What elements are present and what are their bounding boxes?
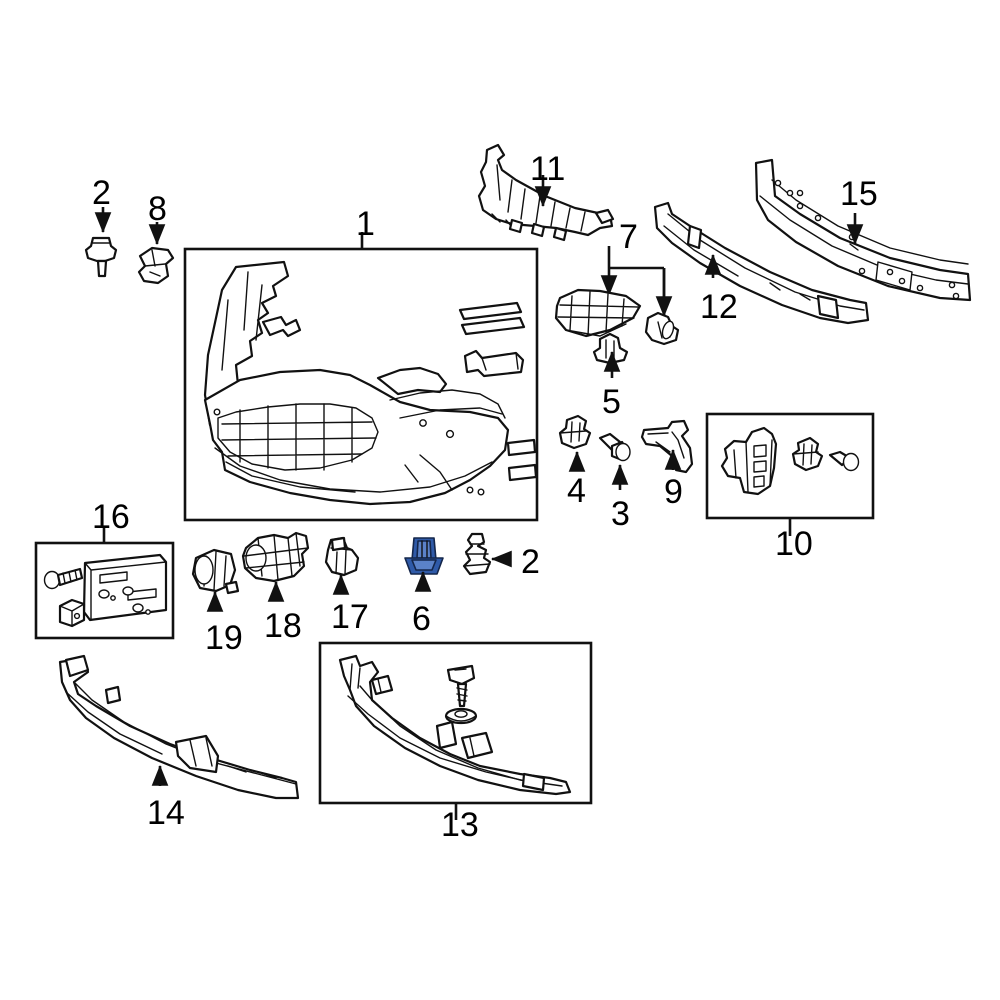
part-10-bracket xyxy=(720,426,778,496)
callout-label-19: 19 xyxy=(205,619,243,657)
leader-7-bracket xyxy=(600,246,673,322)
callout-label-17: 17 xyxy=(331,598,369,636)
part-4-side-retainer-clip xyxy=(558,414,592,450)
part-1-front-bumper-cover xyxy=(203,260,538,506)
part-8-retainer-clip xyxy=(137,246,175,285)
callout-label-18: 18 xyxy=(264,607,302,645)
part-6-bumper-cover-clip-highlighted xyxy=(404,537,444,575)
part-9-side-support-bracket xyxy=(640,419,694,474)
part-10-pin xyxy=(828,450,860,472)
part-12-absorber-bar xyxy=(653,201,870,325)
part-13-screw xyxy=(446,664,476,708)
part-2-bolt-upper xyxy=(84,236,118,278)
part-2-bolt-lower xyxy=(462,532,492,576)
callout-label-12: 12 xyxy=(700,288,738,326)
part-3-push-pin xyxy=(598,432,631,462)
part-17-sensor-bracket-clip xyxy=(324,536,360,577)
callout-label-7: 7 xyxy=(619,218,638,256)
callout-label-4: 4 xyxy=(567,472,586,510)
callout-label-14: 14 xyxy=(147,794,185,832)
part-13-grommet xyxy=(444,707,478,725)
part-19-sensor-retainer-ring xyxy=(191,548,240,595)
part-14-lower-bumper-absorber xyxy=(58,654,300,800)
callout-label-2-lower: 2 xyxy=(521,543,540,581)
part-16-screw xyxy=(43,567,84,590)
callout-label-9: 9 xyxy=(664,473,683,511)
callout-label-3: 3 xyxy=(611,495,630,533)
part-7-clip xyxy=(644,311,680,346)
part-16-clip xyxy=(58,598,86,628)
callout-label-1: 1 xyxy=(356,205,375,243)
part-7-lower-grille-insert xyxy=(554,288,642,338)
callout-label-6: 6 xyxy=(412,600,431,638)
callout-label-16: 16 xyxy=(92,498,130,536)
part-5-grille-clip xyxy=(592,332,629,365)
callout-label-8: 8 xyxy=(148,190,167,228)
callout-label-2-upper: 2 xyxy=(92,174,111,212)
part-16-license-plate-bracket xyxy=(82,553,168,622)
callout-label-5: 5 xyxy=(602,383,621,421)
part-18-park-assist-sensor xyxy=(241,531,310,583)
part-11-upper-seal xyxy=(477,143,615,242)
callout-label-13: 13 xyxy=(441,806,479,844)
part-10-clip xyxy=(791,436,824,472)
callout-label-15: 15 xyxy=(840,175,878,213)
part-13-lower-bumper-support xyxy=(338,654,572,796)
callout-label-11: 11 xyxy=(530,150,566,188)
callout-label-10: 10 xyxy=(775,525,813,563)
